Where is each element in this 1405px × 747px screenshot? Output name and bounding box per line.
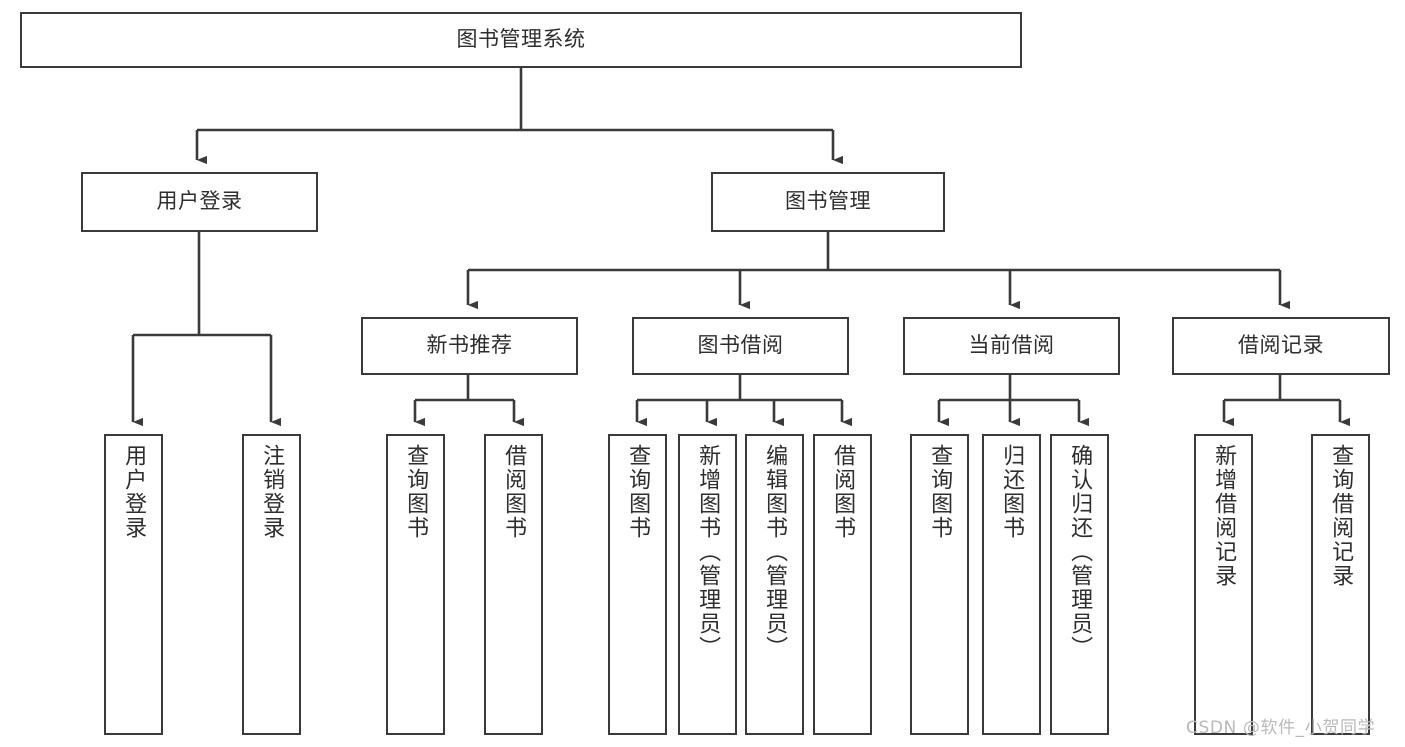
node-leaf-edit-book-label: 编辑图书（管理员） — [762, 444, 788, 660]
node-leaf-confirm-return-label: 确认归还（管理员） — [1067, 444, 1093, 660]
node-user-login-label: 用户登录 — [156, 189, 243, 214]
node-leaf-user-login-label: 用户登录 — [121, 444, 147, 540]
node-leaf-query-borrow-record[interactable]: 查询借阅记录 — [1311, 434, 1370, 735]
node-current-borrow[interactable]: 当前借阅 — [903, 317, 1120, 375]
node-leaf-borrow-book-2[interactable]: 借阅图书 — [813, 434, 872, 735]
node-leaf-return-book-label: 归还图书 — [999, 444, 1025, 540]
node-leaf-user-login[interactable]: 用户登录 — [104, 434, 163, 735]
node-root[interactable]: 图书管理系统 — [20, 12, 1022, 68]
node-book-borrow-label: 图书借阅 — [697, 333, 784, 358]
node-leaf-logout-login-label: 注销登录 — [259, 444, 285, 540]
node-leaf-borrow-book-1-label: 借阅图书 — [501, 444, 527, 540]
node-leaf-add-borrow-record[interactable]: 新增借阅记录 — [1194, 434, 1253, 735]
node-leaf-query-borrow-record-label: 查询借阅记录 — [1328, 444, 1354, 588]
node-leaf-edit-book[interactable]: 编辑图书（管理员） — [745, 434, 804, 735]
node-borrow-record-label: 借阅记录 — [1238, 333, 1324, 358]
node-leaf-logout-login[interactable]: 注销登录 — [242, 434, 301, 735]
node-root-label: 图书管理系统 — [456, 27, 586, 52]
node-borrow-record[interactable]: 借阅记录 — [1172, 317, 1390, 375]
node-leaf-confirm-return[interactable]: 确认归还（管理员） — [1050, 434, 1109, 735]
node-leaf-add-book[interactable]: 新增图书（管理员） — [678, 434, 737, 735]
node-leaf-query-book-2-label: 查询图书 — [625, 444, 651, 540]
node-leaf-return-book[interactable]: 归还图书 — [982, 434, 1041, 735]
node-book-manage-label: 图书管理 — [785, 189, 871, 214]
node-current-borrow-label: 当前借阅 — [968, 333, 1055, 358]
node-user-login[interactable]: 用户登录 — [81, 172, 318, 232]
node-book-borrow[interactable]: 图书借阅 — [632, 317, 849, 375]
node-leaf-borrow-book-2-label: 借阅图书 — [830, 444, 856, 540]
node-leaf-query-book-1[interactable]: 查询图书 — [386, 434, 445, 735]
node-new-book-recommend[interactable]: 新书推荐 — [361, 317, 578, 375]
node-leaf-query-book-3-label: 查询图书 — [927, 444, 953, 540]
node-leaf-query-book-2[interactable]: 查询图书 — [608, 434, 667, 735]
node-leaf-borrow-book-1[interactable]: 借阅图书 — [484, 434, 543, 735]
node-leaf-query-book-1-label: 查询图书 — [403, 444, 429, 540]
node-book-manage[interactable]: 图书管理 — [711, 172, 945, 232]
node-leaf-query-book-3[interactable]: 查询图书 — [910, 434, 969, 735]
node-leaf-add-book-label: 新增图书（管理员） — [695, 444, 721, 660]
node-leaf-add-borrow-record-label: 新增借阅记录 — [1211, 444, 1237, 588]
node-new-book-recommend-label: 新书推荐 — [426, 333, 513, 358]
